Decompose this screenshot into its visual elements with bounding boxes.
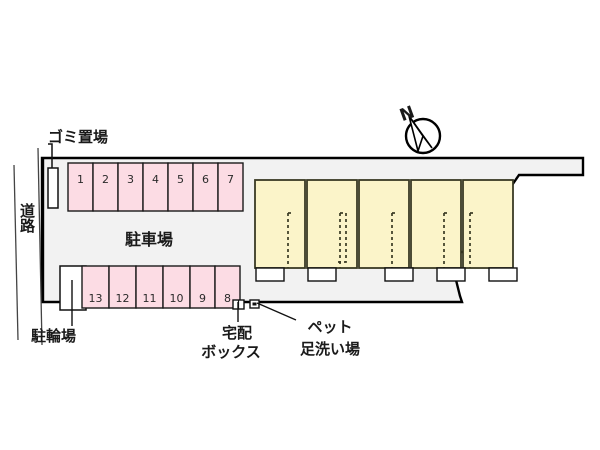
parking-stall[interactable]: 12 <box>108 265 137 309</box>
road-outer-edge <box>13 164 19 341</box>
compass-north-letter: N <box>397 102 417 126</box>
stall-number: 1 <box>77 173 84 186</box>
lower-parking-row: 13 12 11 10 9 8 <box>81 265 241 309</box>
garbage-area-label: ゴミ置場 <box>48 128 108 146</box>
stall-number: 11 <box>143 292 157 305</box>
unit-entrance-box[interactable] <box>255 267 285 282</box>
unit-entrance-box[interactable] <box>384 267 414 282</box>
garbage-area-leader <box>48 143 53 168</box>
parking-stall[interactable]: 1 <box>67 162 94 212</box>
stall-number: 5 <box>177 173 184 186</box>
building-unit[interactable] <box>306 179 358 269</box>
stairwell-dashed-line-2 <box>337 213 347 263</box>
parking-stall[interactable]: 4 <box>142 162 169 212</box>
stall-number: 7 <box>227 173 234 186</box>
building-unit[interactable] <box>254 179 306 269</box>
parking-stall[interactable]: 9 <box>189 265 216 309</box>
parking-stall[interactable]: 3 <box>117 162 144 212</box>
parking-lot-label: 駐車場 <box>125 230 173 249</box>
parking-stall[interactable]: 5 <box>167 162 194 212</box>
stall-number: 12 <box>116 292 130 305</box>
building-unit[interactable] <box>358 179 410 269</box>
stall-number: 3 <box>127 173 134 186</box>
parking-stall[interactable]: 7 <box>217 162 244 212</box>
building-unit[interactable] <box>410 179 462 269</box>
pet-wash-icon[interactable] <box>249 299 260 309</box>
bicycle-parking-label: 駐輪場 <box>31 327 76 345</box>
building-unit[interactable] <box>462 179 514 269</box>
parking-stall[interactable]: 6 <box>192 162 219 212</box>
stall-number: 2 <box>102 173 109 186</box>
unit-entrance-box[interactable] <box>436 267 466 282</box>
parking-stall[interactable]: 13 <box>81 265 110 309</box>
delivery-box-label-line1: 宅配 <box>222 324 252 342</box>
upper-parking-row: 1 2 3 4 5 6 7 <box>67 162 244 212</box>
pet-wash-label-line1: ペット <box>307 318 352 336</box>
pet-wash-label-line2: 足洗い場 <box>300 340 360 358</box>
garbage-area-box[interactable] <box>47 167 59 209</box>
unit-entrance-box[interactable] <box>307 267 337 282</box>
parking-stall[interactable]: 2 <box>92 162 119 212</box>
road-label: 道路 <box>18 202 36 233</box>
parking-stall[interactable]: 11 <box>135 265 164 309</box>
stall-number: 4 <box>152 173 159 186</box>
stall-number: 8 <box>224 292 231 305</box>
delivery-box-label-line2: ボックス <box>201 343 261 361</box>
north-compass: N <box>397 102 442 155</box>
apartment-building-block <box>254 179 518 282</box>
compass-needle-dark <box>408 115 433 149</box>
stall-number: 6 <box>202 173 209 186</box>
unit-entrance-box[interactable] <box>488 267 518 282</box>
parking-stall[interactable]: 10 <box>162 265 191 309</box>
road-inner-edge <box>37 147 43 346</box>
stall-number: 13 <box>89 292 103 305</box>
stall-number: 10 <box>170 292 184 305</box>
pet-wash-leader <box>256 302 297 321</box>
stall-number: 9 <box>199 292 206 305</box>
